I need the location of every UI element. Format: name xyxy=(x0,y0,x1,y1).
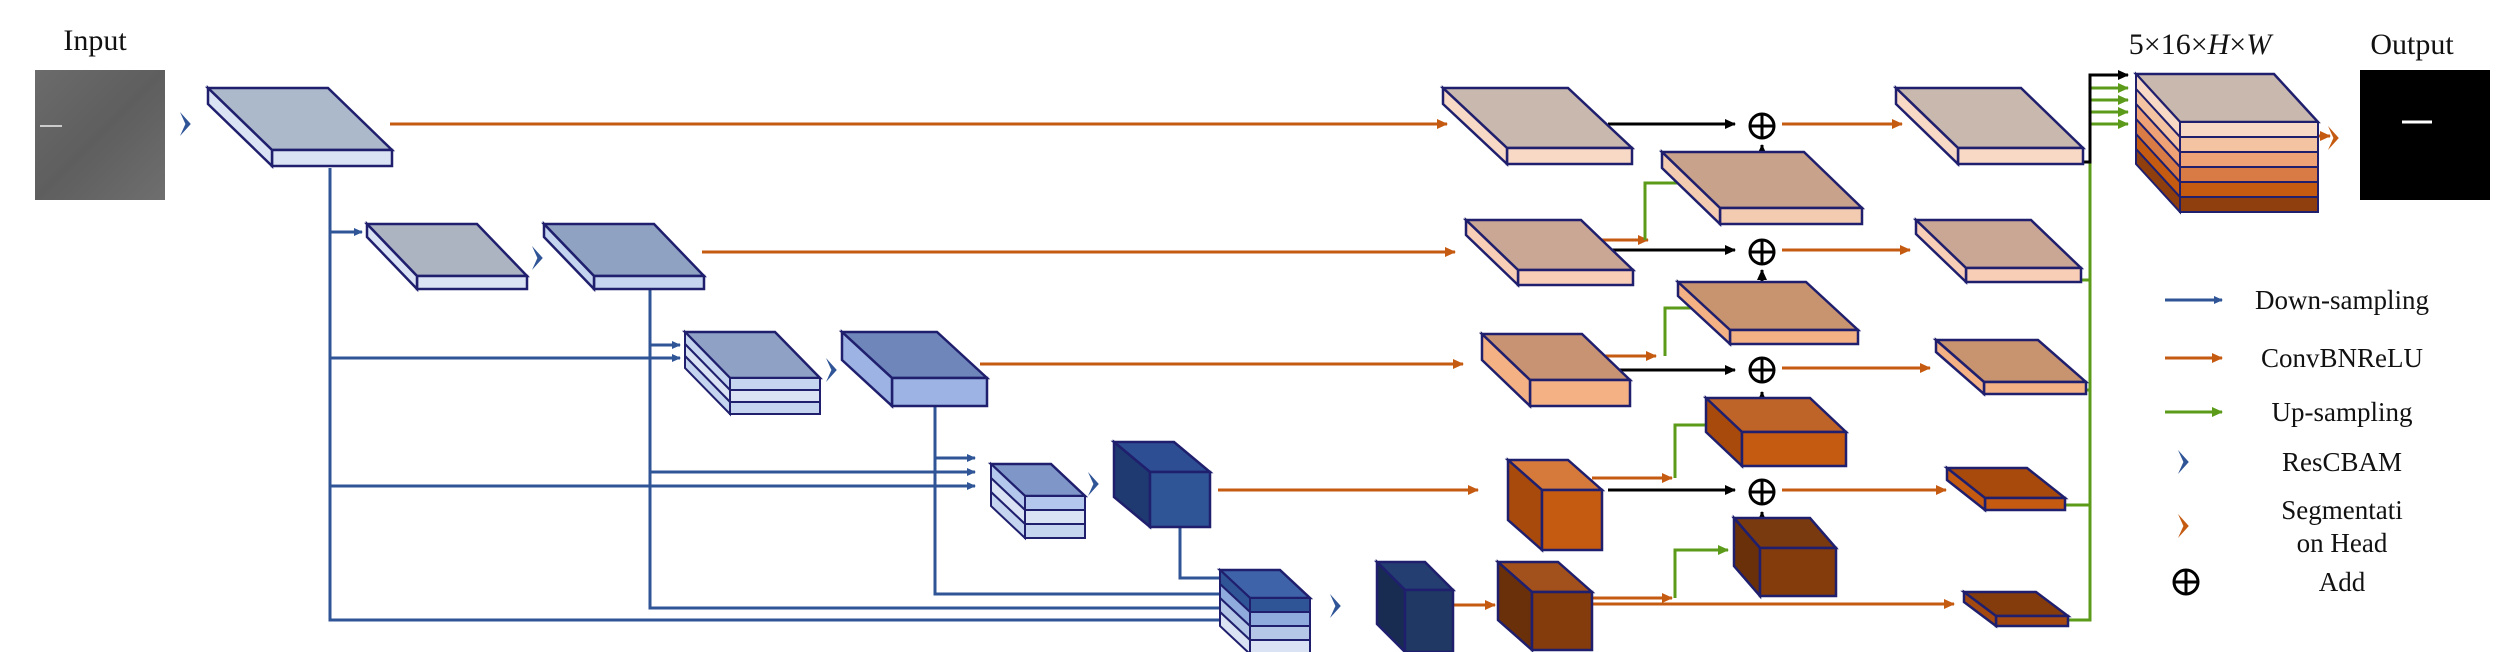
output-label: Output xyxy=(2370,28,2454,61)
encoder-stack xyxy=(987,461,1089,541)
output-shape-label: 5×16×H×W xyxy=(2129,28,2274,61)
legend-chevron-icon xyxy=(2178,450,2189,474)
encoder-block xyxy=(541,220,707,293)
legend-item-3: ResCBAM xyxy=(2178,447,2402,477)
up-arrow xyxy=(1673,545,1729,598)
upsample-block xyxy=(1658,149,1866,227)
rescbam-chevron xyxy=(180,112,191,136)
encoder-cube xyxy=(1373,558,1457,652)
upsample-cube xyxy=(1702,395,1850,469)
output-image xyxy=(2360,70,2490,200)
legend-label: ConvBNReLU xyxy=(2261,343,2423,373)
decoder-cube xyxy=(1504,457,1606,553)
output-branch-block xyxy=(1912,217,2085,285)
legend-item-1: ConvBNReLU xyxy=(2165,343,2423,373)
rescbam-chevron xyxy=(1088,472,1099,496)
encoder-stack xyxy=(1216,567,1314,652)
down-arrow xyxy=(328,232,1229,624)
add-icon xyxy=(1748,478,1776,506)
down-arrow xyxy=(648,345,1229,612)
down-arrow xyxy=(933,458,1229,598)
rescbam-chevron xyxy=(826,358,837,382)
encoder-block xyxy=(204,85,396,169)
feature-blocks xyxy=(204,71,2321,652)
legend-label: Segmentati xyxy=(2281,495,2402,525)
encoder-block xyxy=(364,220,530,293)
legend-label: on Head xyxy=(2297,528,2388,558)
legend-label: Down-sampling xyxy=(2255,285,2429,315)
decoder-block xyxy=(1478,331,1634,409)
upsample-cube xyxy=(1731,514,1839,600)
legend-label: Add xyxy=(2319,567,2366,597)
input-image xyxy=(35,70,165,200)
rescbam-chevron xyxy=(1330,594,1341,618)
input-label: Input xyxy=(63,24,127,57)
add-symbols xyxy=(1748,112,1776,506)
output-tensor-stack xyxy=(2133,71,2321,215)
legend-label: ResCBAM xyxy=(2282,447,2402,477)
encoder-block xyxy=(838,329,991,409)
segmentation-head-chevron xyxy=(2328,126,2339,150)
legend-chevron-icon xyxy=(2178,514,2189,538)
output-branch-block xyxy=(1932,337,2090,397)
encoder-cube xyxy=(1110,439,1214,530)
up-bus xyxy=(2045,280,2092,622)
output-branch-block xyxy=(1943,465,2069,513)
legend-add-icon xyxy=(2172,568,2200,596)
legend-item-5: Add xyxy=(2172,567,2366,597)
rescbam-chevron xyxy=(532,246,543,270)
decoder-cube xyxy=(1494,559,1596,652)
legend-item-0: Down-sampling xyxy=(2165,285,2429,315)
decoder-block xyxy=(1439,85,1636,167)
legend-label: Up-sampling xyxy=(2272,397,2413,427)
add-icon xyxy=(1748,238,1776,266)
add-icon xyxy=(1748,112,1776,140)
output-branch-block xyxy=(1960,589,2072,629)
output-branch-block xyxy=(1892,85,2087,167)
add-icon xyxy=(1748,356,1776,384)
down-arrow xyxy=(328,168,363,236)
down-arrow xyxy=(933,406,976,462)
upsample-block xyxy=(1674,279,1862,347)
down-arrow xyxy=(1178,522,1229,582)
encoder-stack xyxy=(682,329,823,417)
decoder-block xyxy=(1462,217,1637,288)
legend-item-2: Up-sampling xyxy=(2165,397,2413,427)
